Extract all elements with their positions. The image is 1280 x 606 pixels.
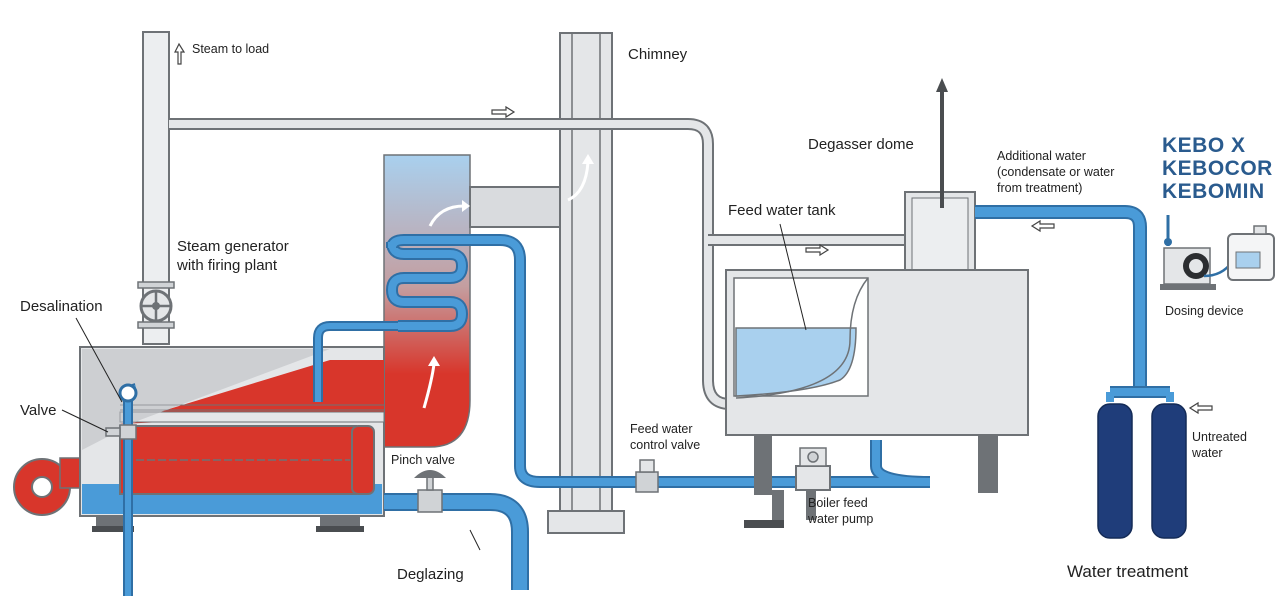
boiler-feed-water-pump-line-1: Boiler feed xyxy=(808,496,868,510)
product-kebo-x: KEBO X xyxy=(1162,134,1246,157)
feed-water-tank-label: Feed water tank xyxy=(728,202,836,219)
water-treatment-label: Water treatment xyxy=(1067,562,1189,581)
boiler-feed-water-pump-label: Boiler feed water pump xyxy=(808,495,873,527)
chemical-canister-icon xyxy=(1227,225,1275,281)
steam-generator-label: Steam generator with firing plant xyxy=(177,237,289,275)
degasser-dome-label: Degasser dome xyxy=(808,136,914,153)
additional-water-line-1: Additional water xyxy=(997,149,1086,163)
feed-water-control-valve-line-2: control valve xyxy=(630,438,701,452)
feed-water-control-valve-label: Feed water control valve xyxy=(630,421,700,453)
valve-icon xyxy=(105,427,121,437)
desalination-valve xyxy=(119,424,137,440)
steam-generator-line-1: Steam generator xyxy=(177,238,289,255)
untreated-water-line-1: Untreated xyxy=(1192,430,1247,444)
dosing-pump-icon xyxy=(1160,247,1234,290)
product-list: KEBO X KEBOCOR KEBOMIN xyxy=(1162,134,1273,203)
desalination-label: Desalination xyxy=(20,298,103,315)
pinch-valve-label: Pinch valve xyxy=(391,453,455,467)
additional-water-label: Additional water (condensate or water fr… xyxy=(997,148,1114,196)
untreated-water-line-2: water xyxy=(1192,446,1223,460)
feed-water-tank xyxy=(725,78,1029,528)
right-arrow-icon xyxy=(491,105,830,257)
additional-water-line-2: (condensate or water xyxy=(997,165,1115,179)
leader-lines xyxy=(61,223,807,551)
water-treatment-tanks xyxy=(1097,403,1187,539)
feed-water-control-valve-icon xyxy=(635,459,659,493)
steam-to-load-label: Steam to load xyxy=(192,42,270,56)
product-kebomin: KEBOMIN xyxy=(1162,180,1265,203)
untreated-water-label: Untreated water xyxy=(1192,429,1247,461)
steam-generator-line-2: with firing plant xyxy=(177,257,278,274)
hand-wheel-valve-icon xyxy=(139,289,173,323)
product-kebocor: KEBOCOR xyxy=(1162,157,1273,180)
chimney-label: Chimney xyxy=(628,46,688,63)
dosing-device-label: Dosing device xyxy=(1165,304,1244,318)
boiler-feed-water-pump-icon xyxy=(772,447,831,520)
up-arrow-icon xyxy=(174,42,186,65)
boiler-feed-water-pump-line-2: water pump xyxy=(808,512,874,526)
dosing-device xyxy=(1160,215,1275,290)
chimney xyxy=(547,32,625,534)
feed-water-control-valve-line-1: Feed water xyxy=(630,422,693,436)
steam-generator xyxy=(13,346,385,532)
left-arrow-icon xyxy=(1030,219,1213,415)
flue-flow-arrows xyxy=(422,161,590,409)
valve-label: Valve xyxy=(20,402,57,419)
deglazing-label: Deglazing xyxy=(397,566,464,583)
additional-water-line-3: from treatment) xyxy=(997,181,1083,195)
pinch-valve-icon xyxy=(414,470,446,513)
